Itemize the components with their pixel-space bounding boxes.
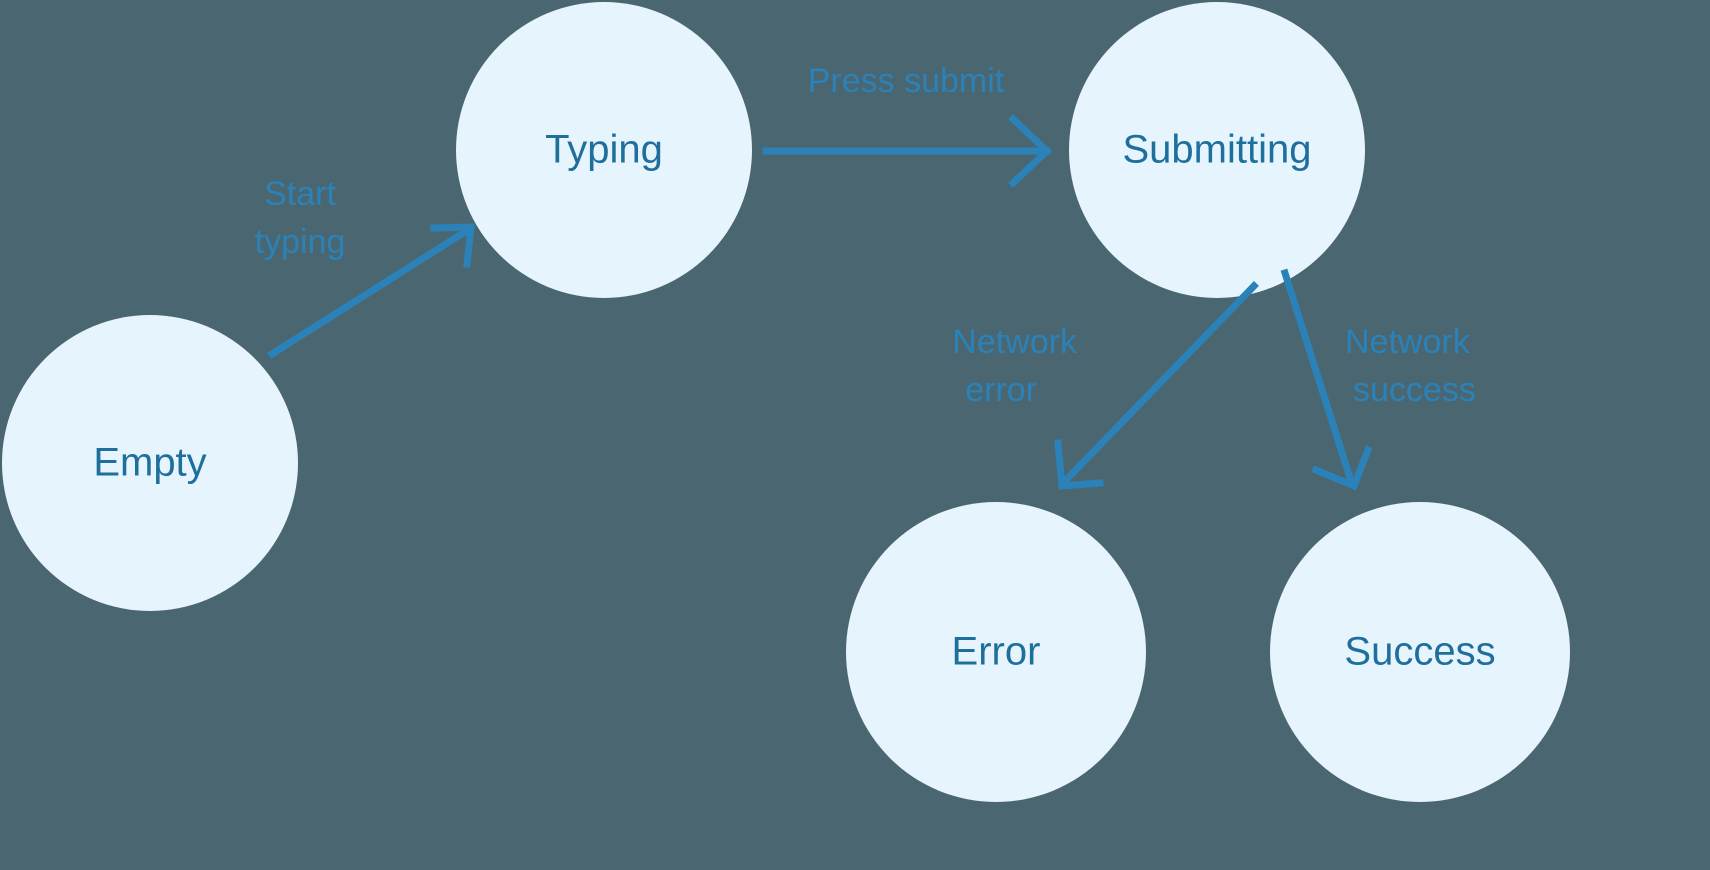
edge-submitting-to-error-line <box>1061 281 1259 485</box>
edge-empty-to-typing-label-line1: Start <box>264 175 336 213</box>
edge-typing-to-submitting-arrowhead <box>1008 114 1053 188</box>
edge-empty-to-typing-arrowhead <box>430 223 475 268</box>
node-success-label: Success <box>1344 630 1495 674</box>
node-submitting-circle[interactable] <box>1069 2 1365 298</box>
node-error-circle[interactable] <box>846 502 1146 802</box>
node-error-label: Error <box>952 630 1041 674</box>
node-typing-circle[interactable] <box>456 2 752 298</box>
edge-submitting-to-success-line <box>1280 268 1355 483</box>
edge-submitting-to-success-label-line1: Network <box>1345 323 1471 361</box>
edge-submitting-to-error-label-line1: Network <box>952 323 1078 361</box>
edge-submitting-to-success-arrowhead <box>1311 445 1373 491</box>
edge-empty-to-typing-label-line2: typing <box>255 223 346 261</box>
node-success[interactable]: Success <box>1270 502 1570 802</box>
edge-typing-to-submitting[interactable]: Press submit <box>762 62 1053 188</box>
edge-submitting-to-error-label-line2: error <box>965 371 1037 409</box>
node-error[interactable]: Error <box>846 502 1146 802</box>
edge-submitting-to-error[interactable]: Network error <box>952 281 1259 490</box>
node-submitting[interactable]: Submitting <box>1069 2 1365 298</box>
edge-submitting-to-success[interactable]: Network success <box>1280 268 1476 491</box>
node-empty-circle[interactable] <box>2 315 298 611</box>
edge-submitting-to-success-label-line2: success <box>1353 371 1476 409</box>
edge-submitting-to-error-arrowhead <box>1054 439 1104 490</box>
edge-empty-to-typing-line <box>267 225 473 359</box>
node-typing-label: Typing <box>545 128 663 172</box>
node-typing[interactable]: Typing <box>456 2 752 298</box>
node-empty[interactable]: Empty <box>2 315 298 611</box>
node-success-circle[interactable] <box>1270 502 1570 802</box>
edge-typing-to-submitting-label-line1: Press submit <box>808 62 1005 100</box>
node-empty-label: Empty <box>93 441 206 485</box>
edge-empty-to-typing[interactable]: Start typing <box>255 175 475 359</box>
node-submitting-label: Submitting <box>1123 128 1312 172</box>
